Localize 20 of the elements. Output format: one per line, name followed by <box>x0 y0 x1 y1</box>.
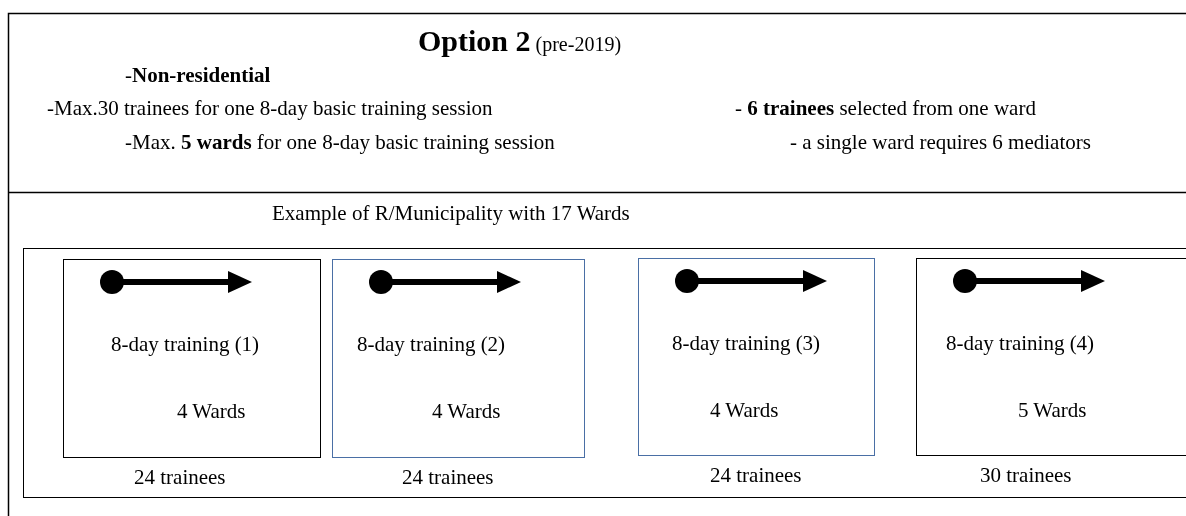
ward-count: 4 Wards <box>177 398 246 425</box>
example-heading: Example of R/Municipality with 17 Wards <box>272 200 630 227</box>
ward-count: 4 Wards <box>432 398 501 425</box>
session-label: 8-day training (1) <box>111 331 260 358</box>
session-label: 8-day training (4) <box>946 330 1095 357</box>
ward-count: 5 Wards <box>1018 397 1087 424</box>
trainee-count: 24 trainees <box>402 464 494 491</box>
trainee-count: 30 trainees <box>980 462 1072 489</box>
session-label: 8-day training (3) <box>672 330 821 357</box>
note-text: -Non-residential <box>125 62 271 89</box>
trainee-count: 24 trainees <box>134 464 226 491</box>
note-text: -Max. 5 wards for one 8-day basic training session <box>125 129 555 156</box>
session-label: 8-day training (2) <box>357 331 506 358</box>
example-frame <box>23 248 1186 498</box>
ward-count: 4 Wards <box>710 397 779 424</box>
title: Option 2 (pre-2019) <box>418 24 622 58</box>
trainee-count: 24 trainees <box>710 462 802 489</box>
note-text: -Max.30 trainees for one 8-day basic training session <box>47 95 493 122</box>
note-text: - 6 trainees selected from one ward <box>735 95 1036 122</box>
note-text: - a single ward requires 6 mediators <box>790 130 1091 154</box>
